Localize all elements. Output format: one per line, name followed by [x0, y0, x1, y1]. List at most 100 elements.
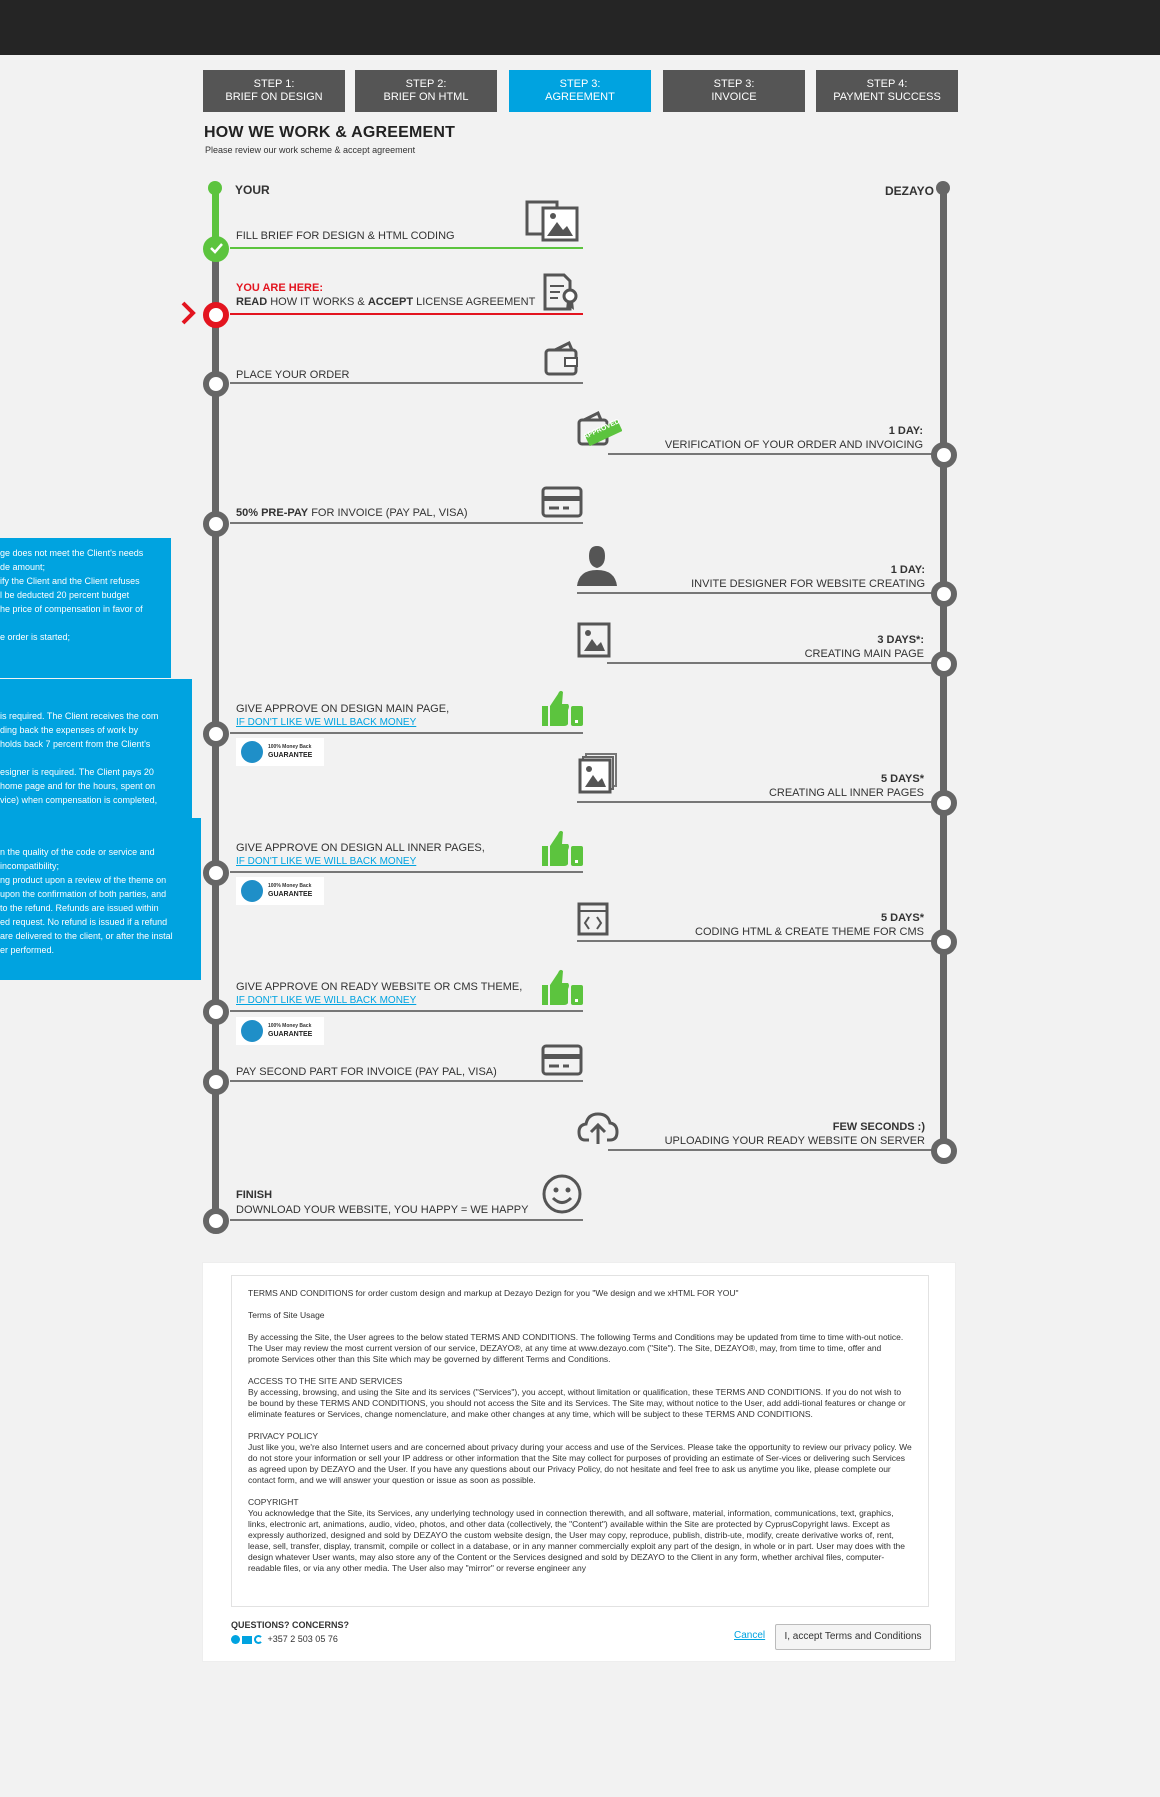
workflow-timeline: YOUR DEZAYO FILL BRIEF FOR DESIGN & HTML…: [181, 181, 957, 1234]
prepay-label: FOR INVOICE (PAY PAL, VISA): [308, 507, 468, 519]
code-icon: [577, 902, 609, 936]
step-line: [608, 1149, 940, 1151]
panel-text: ge does not meet the Client's needs: [0, 548, 144, 558]
step-read-agreement: YOU ARE HERE: READ HOW IT WORKS & ACCEPT…: [236, 281, 535, 309]
panel-text: esigner is required. The Client pays 20: [0, 767, 154, 777]
panel-text: ify the Client and the Client refuses: [0, 576, 140, 586]
accept-terms-button[interactable]: I, accept Terms and Conditions: [775, 1624, 931, 1650]
credit-card-icon: [541, 486, 583, 518]
panel-text: er performed.: [0, 945, 55, 955]
step-node-done: [203, 236, 229, 262]
tab-step-3-invoice[interactable]: Step 3:Invoice: [663, 70, 805, 112]
terms-panel: TERMS AND CONDITIONS for order custom de…: [202, 1262, 956, 1662]
step-verification: 1 DAY:VERIFICATION OF YOUR ORDER AND INV…: [620, 424, 923, 452]
step-line: [608, 453, 940, 455]
wallet-icon: [544, 340, 578, 376]
step-fill-brief: FILL BRIEF FOR DESIGN & HTML CODING: [236, 230, 455, 242]
tab-step-title: Agreement: [545, 91, 615, 103]
step-line: [230, 382, 583, 384]
chat-icon[interactable]: [231, 1635, 240, 1645]
guarantee-seal-icon: [241, 1020, 263, 1042]
tab-step-title: Invoice: [711, 91, 757, 103]
panel-text: to the refund. Refunds are issued within: [0, 903, 159, 913]
step-node: [203, 999, 229, 1025]
step-line: [230, 1080, 583, 1082]
step-line: [230, 1219, 583, 1221]
cancel-link[interactable]: Cancel: [734, 1630, 766, 1641]
terms-paragraph: By accessing the Site, the User agrees t…: [248, 1332, 904, 1364]
panel-text: vice) when compensation is completed,: [0, 795, 158, 805]
terms-section-title: COPYRIGHT: [248, 1497, 299, 1507]
refund-link[interactable]: IF DON'T LIKE WE WILL BACK MONEY: [236, 717, 417, 728]
panel-text: home page and for the hours, spent on: [0, 781, 156, 791]
user-icon: [577, 546, 617, 586]
panel-text: he price of compensation in favor of: [0, 604, 143, 614]
contact-row: +357 2 503 05 76: [231, 1634, 338, 1645]
check-icon: [210, 243, 223, 254]
step-text: CODING HTML & CREATE THEME FOR CMS: [695, 926, 924, 938]
step-line: [230, 313, 583, 315]
tab-step-title: Payment success: [833, 91, 941, 103]
money-back-badge: 100% Money Back GUARANTEE: [236, 1017, 324, 1045]
step-upload: FEW SECONDS :) UPLOADING YOUR READY WEBSI…: [620, 1120, 925, 1148]
step-node: [203, 371, 229, 397]
refund-link[interactable]: IF DON'T LIKE WE WILL BACK MONEY: [236, 856, 417, 867]
step-line: [577, 592, 940, 594]
panel-text: ng product upon a review of the theme on: [0, 875, 167, 885]
step-line: [577, 801, 940, 803]
image-icon: [577, 622, 611, 658]
step-node: [931, 1138, 957, 1164]
step-line: [230, 247, 583, 249]
tab-step-3-agreement[interactable]: Step 3:Agreement: [509, 70, 651, 112]
tab-step-1[interactable]: Step 1:Brief on design: [203, 70, 345, 112]
panel-text: e order is started;: [0, 632, 71, 642]
panel-text: ed request. No refund is issued if a ref…: [0, 917, 168, 927]
step-node: [931, 581, 957, 607]
step-text: UPLOADING YOUR READY WEBSITE ON SERVER: [664, 1135, 925, 1147]
step-line: [230, 732, 583, 734]
step-prepay: 50% PRE-PAY FOR INVOICE (PAY PAL, VISA): [236, 507, 468, 519]
approved-wallet-icon: [577, 410, 622, 447]
mail-icon[interactable]: [242, 1635, 252, 1644]
timeline-start-dot: [936, 181, 950, 195]
duration-label: 1 DAY:: [890, 564, 925, 576]
guarantee-text: GUARANTEE: [268, 1031, 313, 1038]
duration-label: 1 DAY:: [888, 425, 923, 437]
refund-info-panel-3: n the quality of the code or service and…: [0, 818, 201, 980]
duration-label: 5 DAYS*: [880, 773, 924, 785]
tab-step-4[interactable]: Step 4:Payment success: [816, 70, 958, 112]
step-main-page: 3 DAYS*:CREATING MAIN PAGE: [620, 633, 924, 661]
step-node: [203, 860, 229, 886]
step-line: [577, 940, 940, 942]
timeline-start-dot: [208, 181, 222, 195]
terms-section-title: PRIVACY POLICY: [248, 1431, 319, 1441]
panel-text: are delivered to the client, or after th…: [0, 931, 173, 941]
step-node: [931, 929, 957, 955]
step-line: [230, 1010, 583, 1012]
step-approve-inner: GIVE APPROVE ON DESIGN ALL INNER PAGES,: [236, 842, 485, 854]
tab-step-2[interactable]: Step 2:Brief on html: [355, 70, 497, 112]
phone-icon: [254, 1635, 263, 1645]
step-node: [931, 790, 957, 816]
money-back-badge: 100% Money Back GUARANTEE: [236, 738, 324, 766]
tab-step-label: Step 1:: [253, 78, 295, 90]
read-label: LICENSE AGREEMENT: [413, 296, 536, 308]
duration-label: FEW SECONDS :): [832, 1121, 925, 1133]
dezayo-column-title: DEZAYO: [885, 184, 934, 198]
terms-scroll-box[interactable]: TERMS AND CONDITIONS for order custom de…: [231, 1275, 929, 1607]
step-text: CREATING MAIN PAGE: [804, 648, 924, 660]
prepay-label: 50% PRE-PAY: [236, 507, 309, 519]
questions-label: QUESTIONS? CONCERNS?: [231, 1620, 350, 1630]
chevron-right-icon: [181, 301, 196, 325]
client-column-title: YOUR: [235, 183, 270, 197]
refund-link[interactable]: IF DON'T LIKE WE WILL BACK MONEY: [236, 995, 417, 1006]
step-text: INVITE DESIGNER FOR WEBSITE CREATING: [691, 578, 925, 590]
step-node: [203, 721, 229, 747]
step-node-finish: [203, 1208, 229, 1234]
money-back-badge: 100% Money Back GUARANTEE: [236, 877, 324, 905]
step-line: [230, 871, 583, 873]
terms-paragraph: You acknowledge that the Site, its Servi…: [248, 1508, 906, 1573]
step-inner-pages: 5 DAYS*CREATING ALL INNER PAGES: [620, 772, 924, 800]
accept-label: ACCEPT: [367, 296, 414, 308]
